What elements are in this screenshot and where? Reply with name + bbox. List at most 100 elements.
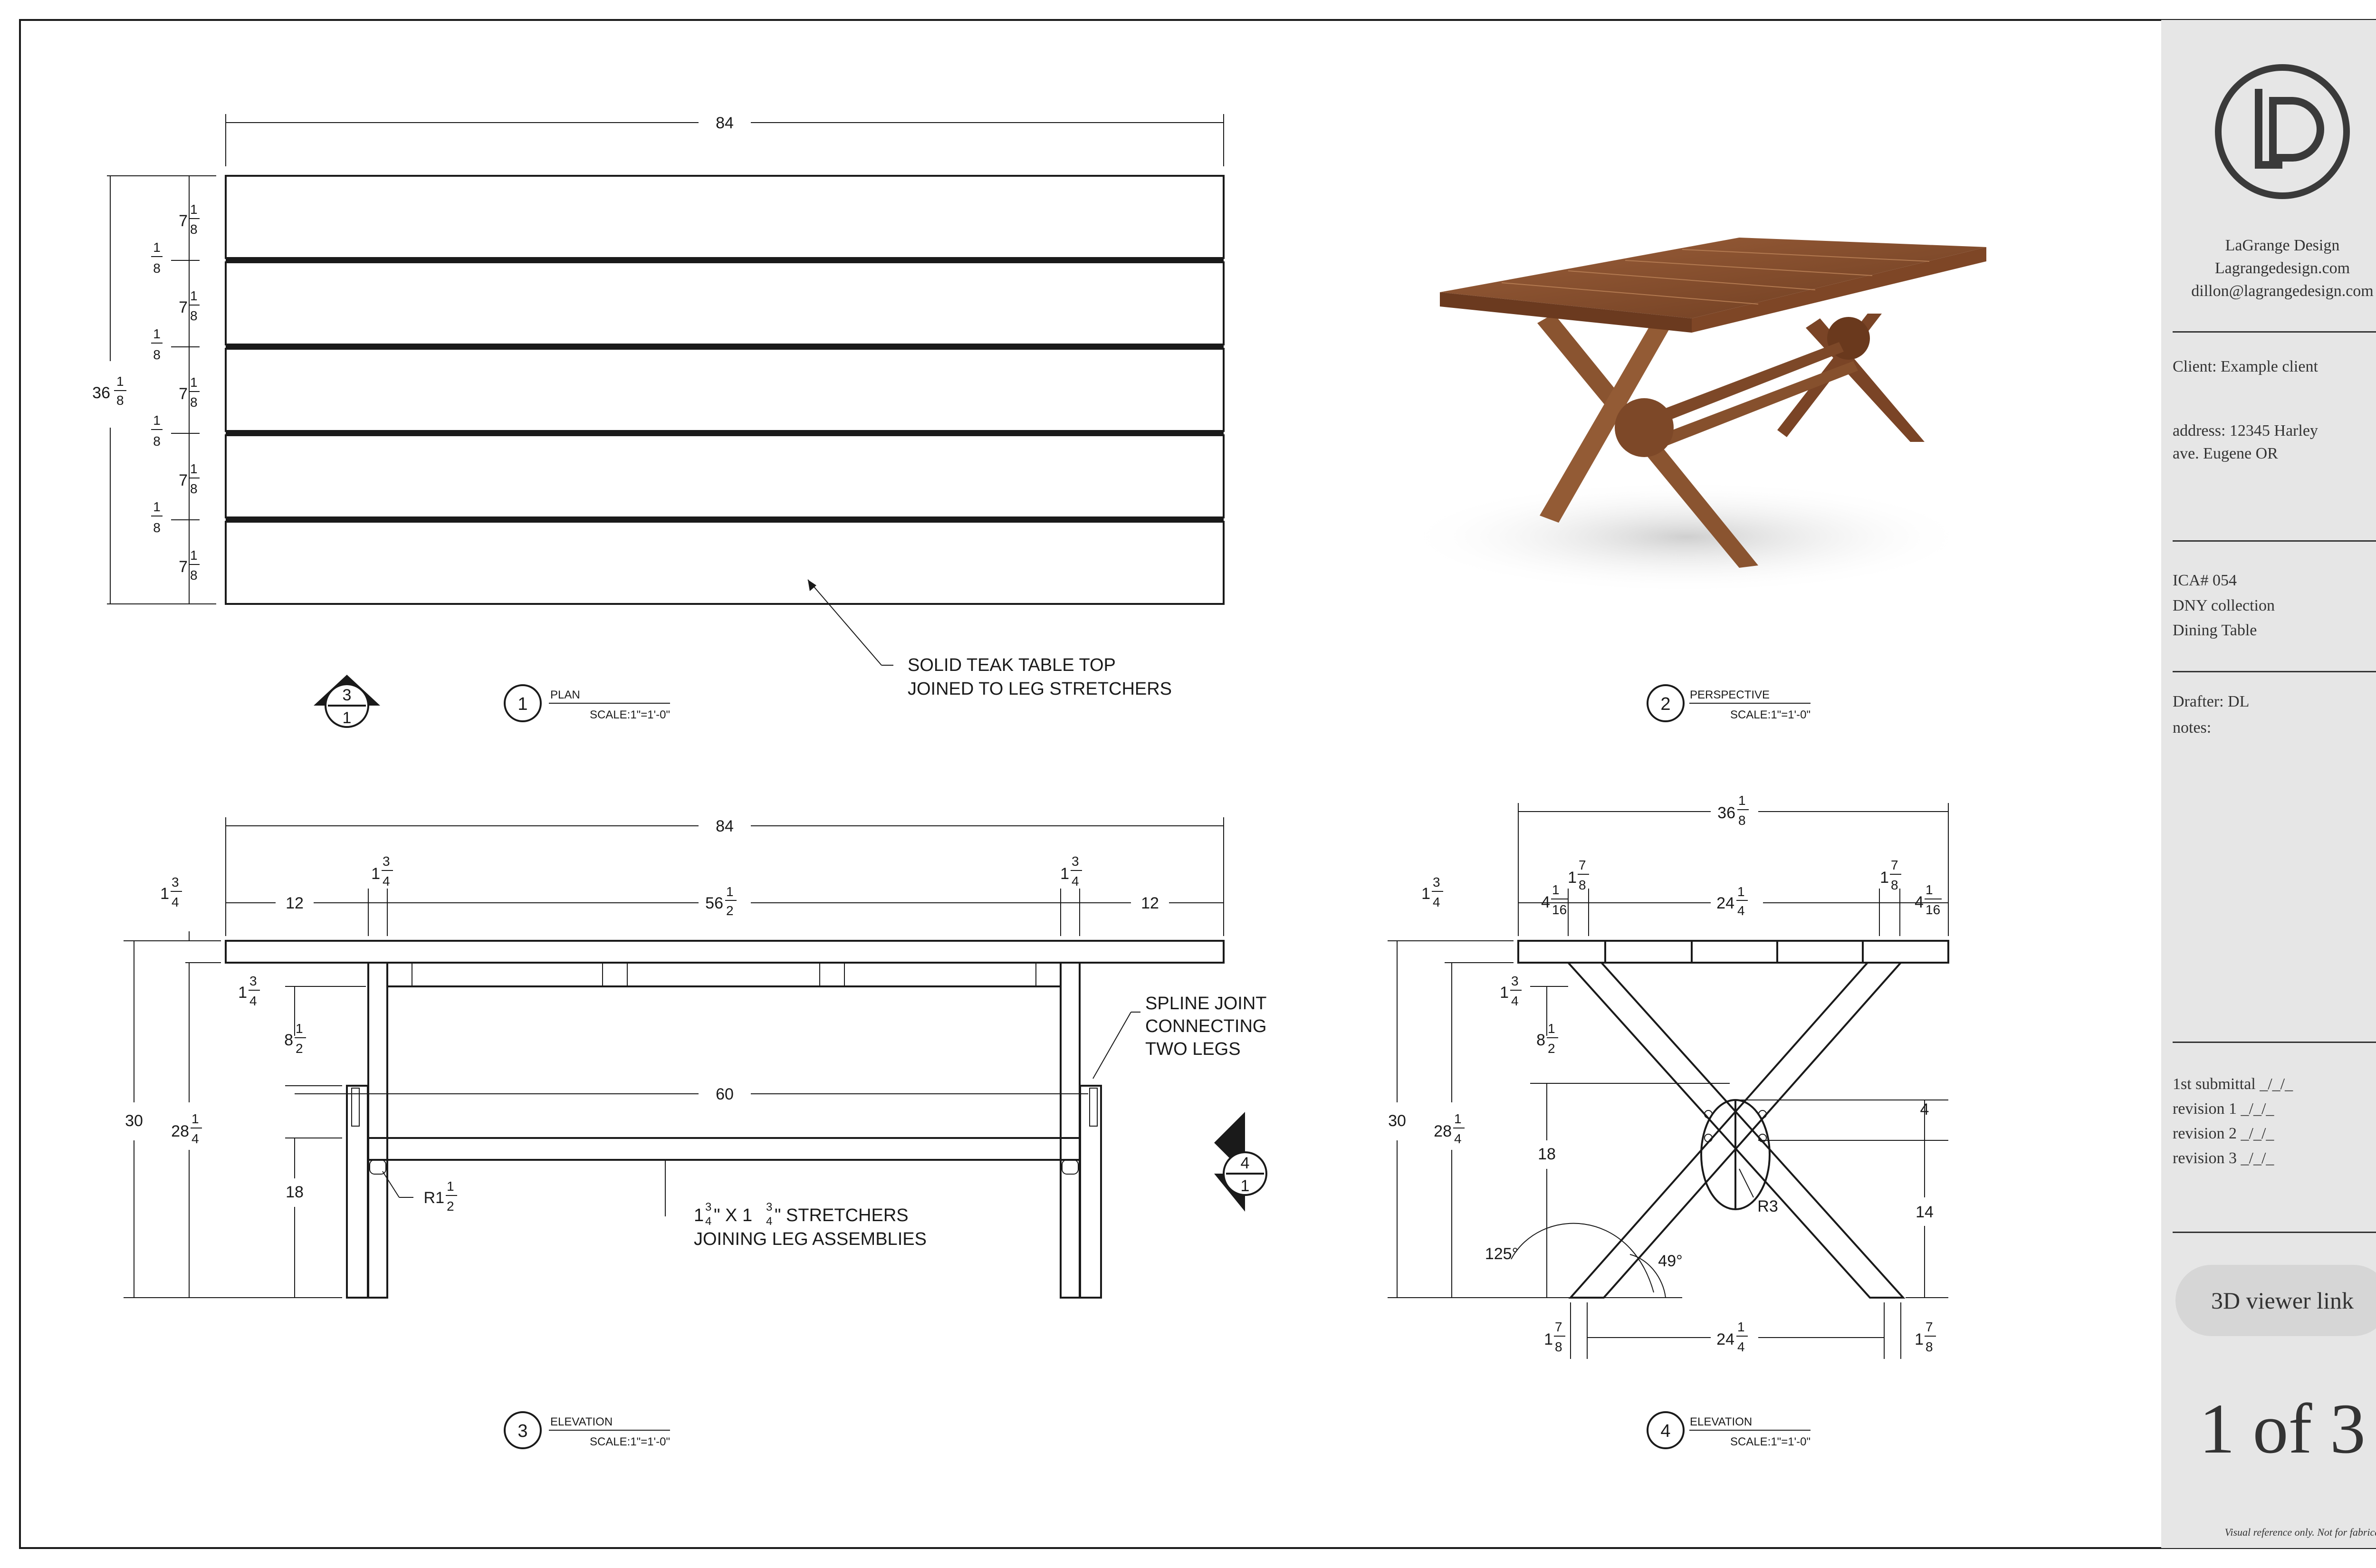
elev-leg-right-back — [1060, 962, 1081, 1299]
svg-text:2: 2 — [447, 1199, 454, 1214]
dim-board-3: 7 18 — [179, 375, 200, 410]
title-block: LaGrange Design Lagrangedesign.com dillo… — [2161, 20, 2376, 1548]
elev-stretcher — [367, 1137, 1081, 1161]
svg-text:1: 1 — [190, 548, 198, 563]
svg-text:3: 3 — [172, 875, 179, 889]
dim-bottom-leg-right: 1 78 — [1915, 1319, 1936, 1354]
svg-text:8: 8 — [190, 395, 198, 410]
view-title-elevation: 3 ELEVATION SCALE:1"=1'-0" — [504, 1411, 670, 1449]
svg-text:3: 3 — [1511, 974, 1519, 988]
dim-top-thickness: 1 34 — [160, 875, 182, 909]
dim-gap-2: 18 — [151, 326, 200, 362]
svg-text:1: 1 — [726, 884, 734, 899]
svg-text:1: 1 — [371, 865, 380, 883]
svg-text:3: 3 — [705, 1201, 711, 1214]
svg-text:16: 16 — [1926, 902, 1940, 917]
view-title-perspective: 2 PERSPECTIVE SCALE:1"=1'-0" — [1647, 684, 1811, 722]
svg-text:SCALE:1"=1'-0": SCALE:1"=1'-0" — [1730, 708, 1811, 721]
dim-side-apron-height: 8 12 — [1536, 1021, 1558, 1056]
firm-website[interactable]: Lagrangedesign.com — [2214, 259, 2350, 277]
svg-text:7: 7 — [179, 298, 188, 316]
svg-text:1: 1 — [190, 202, 198, 217]
dim-leg-thick-left-side: 1 78 — [1568, 858, 1589, 892]
svg-text:7: 7 — [179, 471, 188, 489]
elev-leg-left-front — [346, 1085, 369, 1299]
dim-gap-1: 18 — [151, 240, 200, 276]
view-title-side-elevation: 4 ELEVATION SCALE:1"=1'-0" — [1647, 1411, 1811, 1449]
svg-text:3: 3 — [383, 854, 390, 869]
svg-text:SCALE:1"=1'-0": SCALE:1"=1'-0" — [1730, 1435, 1811, 1448]
divider — [2173, 540, 2376, 542]
svg-text:4: 4 — [1915, 893, 1924, 911]
divider — [2173, 331, 2376, 333]
svg-text:36: 36 — [1717, 804, 1735, 822]
note-stretchers: 1 3 4 " X 1 3 4 " STRETCHERS JOINING LEG… — [694, 1201, 927, 1249]
svg-text:1: 1 — [153, 326, 161, 341]
svg-text:1: 1 — [153, 240, 161, 255]
plan-board-3 — [225, 348, 1225, 432]
address-line-2: ave. Eugene OR — [2173, 445, 2278, 462]
svg-text:4: 4 — [1737, 1339, 1745, 1354]
dim-edge-right: 4 1 16 — [1915, 882, 1942, 917]
svg-text:1: 1 — [343, 709, 352, 727]
svg-text:1: 1 — [190, 375, 198, 390]
svg-text:4: 4 — [1072, 874, 1079, 889]
section-marker-elevation[interactable]: 4 1 — [1214, 1112, 1267, 1212]
svg-text:2: 2 — [726, 903, 734, 918]
svg-text:4: 4 — [249, 994, 257, 1008]
svg-text:" X 1: " X 1 — [714, 1205, 752, 1225]
svg-text:7: 7 — [179, 212, 188, 230]
dim-side-joint-height: 18 — [1538, 1145, 1556, 1163]
firm-email[interactable]: dillon@lagrangedesign.com — [2191, 282, 2374, 300]
svg-text:8: 8 — [1555, 1339, 1562, 1354]
dim-leg-thick-right: 1 34 — [1060, 854, 1082, 889]
svg-text:ELEVATION: ELEVATION — [550, 1415, 613, 1428]
svg-text:1: 1 — [192, 1111, 199, 1126]
svg-text:8: 8 — [116, 393, 124, 408]
dim-plan-width: 36 — [92, 384, 110, 402]
svg-text:8: 8 — [190, 481, 198, 496]
divider — [2173, 671, 2376, 672]
dim-r3: R3 — [1757, 1197, 1778, 1215]
firm-name: LaGrange Design — [2225, 237, 2340, 254]
svg-text:28: 28 — [171, 1122, 189, 1140]
section-marker-plan[interactable]: 3 1 — [314, 675, 380, 728]
divider — [2173, 1042, 2376, 1043]
dim-side-height: 30 — [1388, 1112, 1406, 1130]
svg-text:1: 1 — [1241, 1177, 1250, 1195]
sheet-number: 1 of 3 — [2199, 1389, 2366, 1468]
sheet-border — [19, 19, 2376, 1549]
revision-submittal: 1st submittal _/_/_ — [2173, 1075, 2293, 1093]
svg-text:4: 4 — [1241, 1154, 1250, 1172]
dim-joint-offset: 4 — [1920, 1100, 1929, 1119]
svg-text:1: 1 — [694, 1205, 704, 1225]
svg-text:3: 3 — [517, 1421, 527, 1441]
svg-text:1: 1 — [1926, 882, 1933, 897]
3d-viewer-link-button[interactable]: 3D viewer link — [2175, 1265, 2376, 1336]
svg-text:1: 1 — [1548, 1021, 1555, 1036]
svg-text:8: 8 — [153, 261, 161, 276]
dim-side-leg-height: 28 14 — [1434, 1111, 1465, 1146]
svg-text:7: 7 — [1555, 1319, 1562, 1334]
svg-text:R1: R1 — [424, 1189, 444, 1207]
revision-3: revision 3 _/_/_ — [2173, 1149, 2274, 1167]
svg-text:1: 1 — [153, 499, 161, 514]
svg-text:1: 1 — [1552, 882, 1560, 897]
svg-text:1: 1 — [1544, 1330, 1553, 1348]
svg-text:2: 2 — [1660, 694, 1670, 714]
dim-bottom-leg-left: 1 7 8 — [1544, 1319, 1565, 1354]
view-title-plan: 1 PLAN SCALE:1"=1'-0" — [504, 684, 670, 722]
svg-text:3: 3 — [343, 686, 352, 704]
perspective-view: 2 PERSPECTIVE SCALE:1"=1'-0" — [1402, 238, 1986, 722]
side-leg-a — [1566, 962, 1906, 1299]
svg-text:3: 3 — [766, 1201, 772, 1214]
plan-view: 84 36 1 8 7 18 18 7 18 18 7 18 — [92, 114, 1225, 728]
svg-text:8: 8 — [1579, 878, 1586, 892]
svg-text:PERSPECTIVE: PERSPECTIVE — [1690, 688, 1770, 701]
dim-side-width: 36 18 — [1717, 793, 1749, 828]
project-ica: ICA# 054 — [2173, 572, 2237, 589]
note-table-top-2: JOINED TO LEG STRETCHERS — [908, 679, 1172, 699]
svg-text:8: 8 — [190, 308, 198, 323]
dim-plan-length: 84 — [716, 114, 734, 132]
